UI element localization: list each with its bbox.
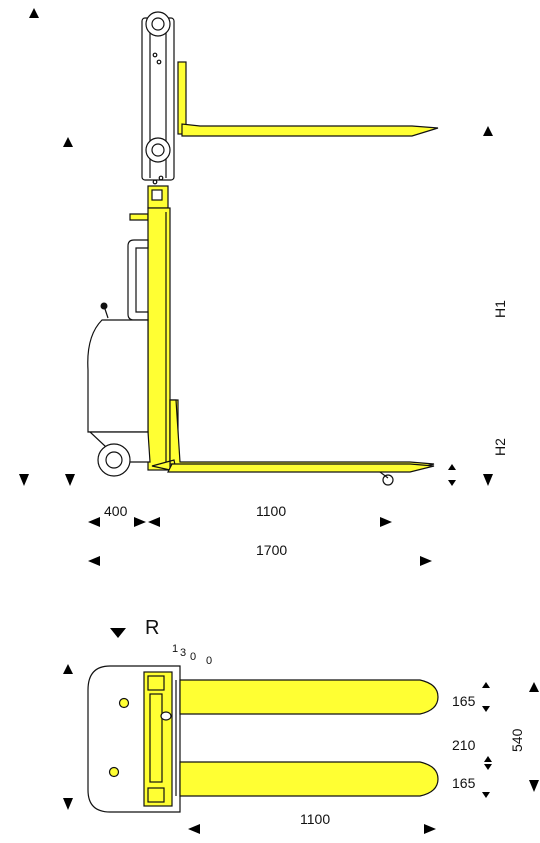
arrow-down-small xyxy=(482,706,490,712)
top-forks xyxy=(175,679,439,797)
radius-digit-3: 0 xyxy=(190,651,196,663)
dim-1100-label: 1100 xyxy=(256,503,286,519)
battery-housing xyxy=(87,302,151,463)
mast xyxy=(141,11,175,185)
arrow-down xyxy=(483,474,493,486)
top-view: R 1 3 0 0 165 210 165 540 1100 xyxy=(63,617,539,834)
top-view-dimension-arrows xyxy=(63,628,539,834)
arrow-down-small xyxy=(482,792,490,798)
arrow-right xyxy=(420,556,432,566)
upper-fork xyxy=(177,61,439,137)
dim-210-label: 210 xyxy=(452,737,476,753)
top-fork-upper xyxy=(179,679,439,715)
arrow-down xyxy=(19,474,29,486)
arrow-left xyxy=(148,517,160,527)
arrow-down xyxy=(65,474,75,486)
top-fork-lower xyxy=(179,761,439,797)
radius-digit-4: 0 xyxy=(206,655,212,667)
arrow-down-small xyxy=(484,764,492,770)
arrow-right xyxy=(380,517,392,527)
arrow-up-small xyxy=(484,756,492,762)
dim-h2-label: H2 xyxy=(492,438,508,456)
arrow-down xyxy=(529,780,539,792)
top-chassis xyxy=(108,671,173,807)
arrow-up xyxy=(483,126,493,136)
arrow-up-small xyxy=(482,682,490,688)
dim-h1-label: H1 xyxy=(492,300,508,318)
dim-1100-top-label: 1100 xyxy=(300,811,330,827)
arrow-down-small xyxy=(448,480,456,486)
arrow-down xyxy=(63,798,73,810)
dim-400-label: 400 xyxy=(104,503,128,519)
drive-wheel xyxy=(97,443,131,477)
arrow-left xyxy=(188,824,200,834)
radius-digit-1: 1 xyxy=(172,643,178,655)
side-view: 400 1100 1700 H1 H2 xyxy=(19,8,508,566)
side-view-dimension-arrows xyxy=(19,8,493,566)
arrow-right xyxy=(424,824,436,834)
arrow-right xyxy=(134,517,146,527)
arrow-left xyxy=(88,556,100,566)
radius-digit-2: 3 xyxy=(180,647,186,659)
dim-165-bottom-label: 165 xyxy=(452,775,476,791)
arrow-up xyxy=(29,8,39,18)
arrow-up-small xyxy=(448,464,456,470)
arrow-down xyxy=(110,628,126,638)
handle xyxy=(127,239,149,321)
arrow-up xyxy=(529,682,539,692)
arrow-up xyxy=(63,137,73,147)
dim-540-label: 540 xyxy=(509,728,525,752)
arrow-left xyxy=(88,517,100,527)
arrow-up xyxy=(63,664,73,674)
dim-1700-label: 1700 xyxy=(256,542,287,558)
dim-165-top-label: 165 xyxy=(452,693,476,709)
lower-fork xyxy=(151,399,435,486)
radius-label: R xyxy=(145,617,159,639)
